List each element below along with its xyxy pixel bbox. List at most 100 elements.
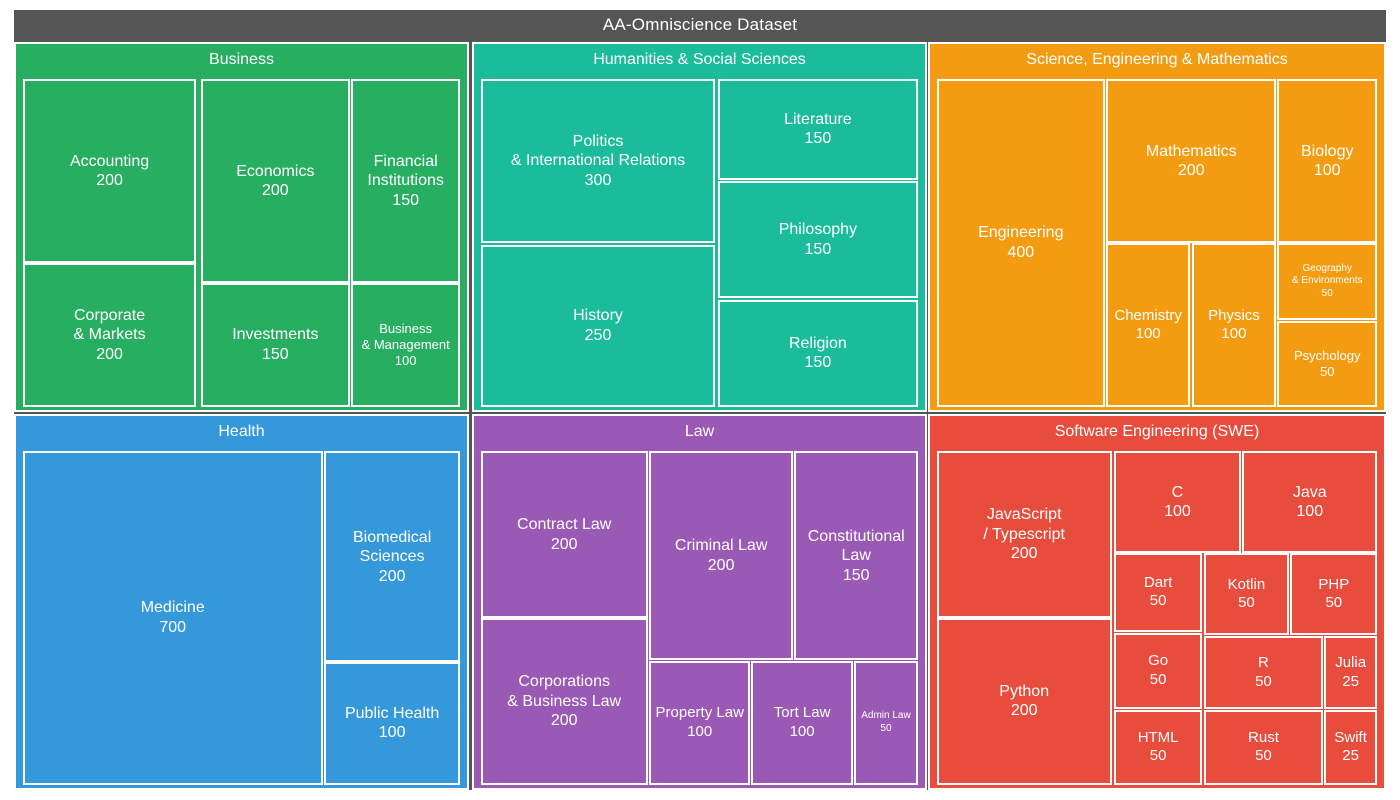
- tile-value: 50: [1149, 670, 1167, 688]
- tile-value: 50: [880, 722, 892, 734]
- tile-value: 150: [261, 345, 289, 363]
- section-header-business: Business: [209, 51, 274, 68]
- tile-value: 150: [804, 240, 832, 258]
- tile-value: 100: [394, 352, 417, 368]
- treemap-section-swe[interactable]: Software Engineering (SWE)JavaScript/ Ty…: [928, 414, 1386, 790]
- tile-label: Investments: [232, 326, 319, 344]
- tile-value: 25: [1342, 747, 1359, 765]
- tile-value: 50: [1149, 747, 1167, 765]
- tile-value: 50: [1255, 747, 1272, 765]
- tile-label: Corporations: [518, 673, 610, 691]
- tile-value: 100: [1296, 503, 1324, 521]
- tile-label: & Environments: [1291, 275, 1363, 287]
- tile-label: Public Health: [344, 704, 440, 722]
- tile-label: Swift: [1334, 728, 1367, 746]
- tile-label: Physics: [1208, 306, 1260, 324]
- treemap-tile[interactable]: Religion 150: [717, 299, 919, 407]
- tile-label: Constitutional: [807, 527, 905, 545]
- tile-value: 250: [584, 326, 612, 344]
- tile-label: Law: [841, 547, 871, 565]
- tile-value: 50: [1325, 594, 1343, 612]
- tile-value: 150: [392, 191, 419, 209]
- tile-label: Corporate: [73, 306, 146, 324]
- tile-value: 200: [1010, 545, 1038, 563]
- tile-label: Python: [999, 682, 1050, 700]
- tile-label: Institutions: [367, 172, 444, 190]
- tile-value: 100: [1313, 162, 1341, 180]
- tile-label: / Typescript: [983, 525, 1065, 543]
- treemap-tile[interactable]: Python 200: [936, 618, 1112, 785]
- section-header-swe: Software Engineering (SWE): [1054, 423, 1260, 440]
- tile-value: 200: [1177, 162, 1205, 180]
- tile-value: 50: [1255, 672, 1272, 690]
- tile-value: 200: [1010, 702, 1038, 720]
- tile-label: Criminal Law: [674, 537, 768, 555]
- tile-label: & Markets: [73, 326, 146, 344]
- tile-value: 100: [1164, 503, 1191, 521]
- tile-label: Kotlin: [1227, 575, 1266, 593]
- tile-value: 200: [707, 556, 735, 574]
- tile-value: 150: [842, 566, 870, 584]
- tile-label: HTML: [1137, 728, 1179, 746]
- tile-value: 150: [804, 354, 832, 372]
- tile-value: 200: [96, 345, 123, 363]
- tile-label: Religion: [788, 334, 847, 352]
- tile-value: 100: [1135, 324, 1161, 342]
- page-title-text: AA-Omniscience Dataset: [602, 15, 798, 34]
- tile-label: Psychology: [1293, 347, 1361, 363]
- tile-value: 100: [687, 722, 713, 740]
- tile-label: R: [1258, 654, 1269, 672]
- tile-value: 100: [789, 722, 815, 740]
- tile-value: 100: [1221, 324, 1247, 342]
